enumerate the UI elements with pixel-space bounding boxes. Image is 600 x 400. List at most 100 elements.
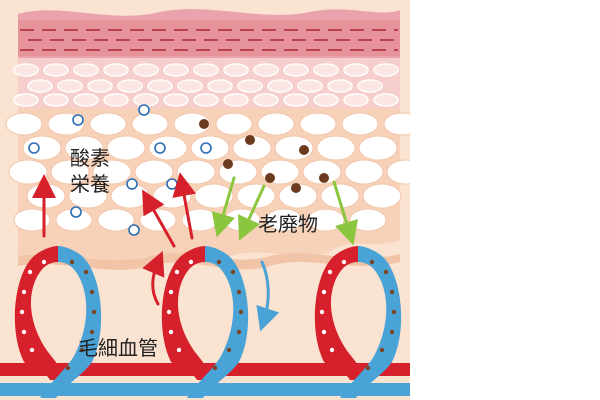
oxygen-molecules <box>28 104 212 236</box>
capillary-arterial-side <box>161 246 213 380</box>
tissue-cell <box>257 112 295 136</box>
tissue-cell <box>362 183 402 209</box>
dermis-cell <box>43 63 69 77</box>
tissue-cell <box>68 183 108 209</box>
dermis-cell <box>237 79 263 93</box>
waste-dot-icon <box>365 365 371 371</box>
oxygen-circle-icon <box>166 178 178 190</box>
waste-dot-icon <box>89 289 95 295</box>
waste-dot-icon <box>389 289 395 295</box>
blood-cell-dot <box>321 289 327 295</box>
waste-dot-icon <box>83 269 89 275</box>
oxygen-circle-icon <box>138 104 150 116</box>
dermis-cell <box>163 63 189 77</box>
dermis-cell <box>357 79 383 93</box>
capillary-arterial-side <box>314 246 366 380</box>
tissue-cell <box>5 112 43 136</box>
dermis-cell <box>13 93 39 107</box>
dermis-cell <box>193 63 219 77</box>
tissue-cell <box>344 159 384 185</box>
dermis-cell <box>147 79 173 93</box>
tissue-cell <box>173 112 211 136</box>
oxygen-circle-icon <box>126 178 138 190</box>
blood-cell-dot <box>341 259 347 265</box>
waste-dot-icon <box>69 259 75 265</box>
waste-dot-icon <box>369 259 375 265</box>
dermis-cell <box>177 79 203 93</box>
blood-cell-dot <box>188 259 194 265</box>
dermis-cell <box>73 63 99 77</box>
dermis-cell <box>313 63 339 77</box>
tissue-cell <box>26 183 66 209</box>
tissue-cell <box>299 112 337 136</box>
waste-dot-icon <box>216 259 222 265</box>
dermis-cell <box>163 93 189 107</box>
capillary-label: 毛細血管 <box>78 336 158 360</box>
oxygen-circle-icon <box>200 142 212 154</box>
dermis-cell <box>193 93 219 107</box>
waste-dot-icon <box>226 347 232 353</box>
waste-dot-icon <box>79 347 85 353</box>
dermis-cell <box>283 93 309 107</box>
oxygen-circle-icon <box>154 142 166 154</box>
blood-cell-dot <box>168 329 174 335</box>
tissue-cell <box>302 159 342 185</box>
tissue-cell <box>89 112 127 136</box>
waste-dot-icon <box>199 119 209 129</box>
dermis-cell <box>283 63 309 77</box>
dermis-cell <box>43 93 69 107</box>
tissue-cell <box>106 135 146 161</box>
tissue-cell <box>236 183 276 209</box>
tissue-cell <box>320 183 360 209</box>
capillary-loop-icon <box>161 246 249 398</box>
capillary-arterial-side <box>14 246 67 380</box>
tissue-cell <box>386 159 410 185</box>
arrow-down-blue-icon <box>256 260 280 332</box>
tissue-cell <box>8 159 48 185</box>
blood-cell-dot <box>29 347 35 353</box>
dermis-cell <box>343 63 369 77</box>
dermis-cell <box>57 79 83 93</box>
dermis-cell <box>327 79 353 93</box>
capillary-venous-side <box>187 246 249 398</box>
waste-dot-icon <box>383 269 389 275</box>
tissue-cell <box>92 159 132 185</box>
arrows <box>32 172 358 332</box>
capillary-loops <box>14 246 402 398</box>
waste-dot-icon <box>238 309 244 315</box>
waste-dot-icon <box>212 365 218 371</box>
tissue-cell <box>176 159 216 185</box>
waste-dot-icon <box>65 365 71 371</box>
capillary-venous-side <box>340 246 402 398</box>
dermis-cell <box>223 93 249 107</box>
waste-dot-icon <box>389 329 395 335</box>
waste-dot-icon <box>230 269 236 275</box>
arrow-down-green-icon <box>332 180 358 246</box>
dermis-cell <box>103 93 129 107</box>
dermis-cell <box>297 79 323 93</box>
tissue-cell <box>349 208 387 232</box>
blood-cell-dot <box>174 269 180 275</box>
oxygen-circle-icon <box>128 224 140 236</box>
dermis-cell <box>87 79 113 93</box>
oxygen-label: 酸素 <box>70 146 110 170</box>
blood-cell-dot <box>168 289 174 295</box>
waste-dot-icon <box>299 145 309 155</box>
blood-cell-dot <box>27 269 33 275</box>
waste-dot-icon <box>91 309 97 315</box>
oxygen-circle-icon <box>70 206 82 218</box>
tissue-cell <box>131 112 169 136</box>
blood-cell-dot <box>329 347 335 353</box>
waste-dot-icon <box>89 329 95 335</box>
dermis-cell <box>103 63 129 77</box>
dermis-cell <box>133 63 159 77</box>
waste-dot-icon <box>245 135 255 145</box>
dermis-cell <box>313 93 339 107</box>
capillary-loop-icon <box>314 246 402 398</box>
tissue-cell <box>50 159 90 185</box>
blood-cell-dot <box>19 309 25 315</box>
arrow-down-green-icon <box>211 176 236 238</box>
blood-cell-dot <box>21 329 27 335</box>
dermis-cell <box>343 93 369 107</box>
